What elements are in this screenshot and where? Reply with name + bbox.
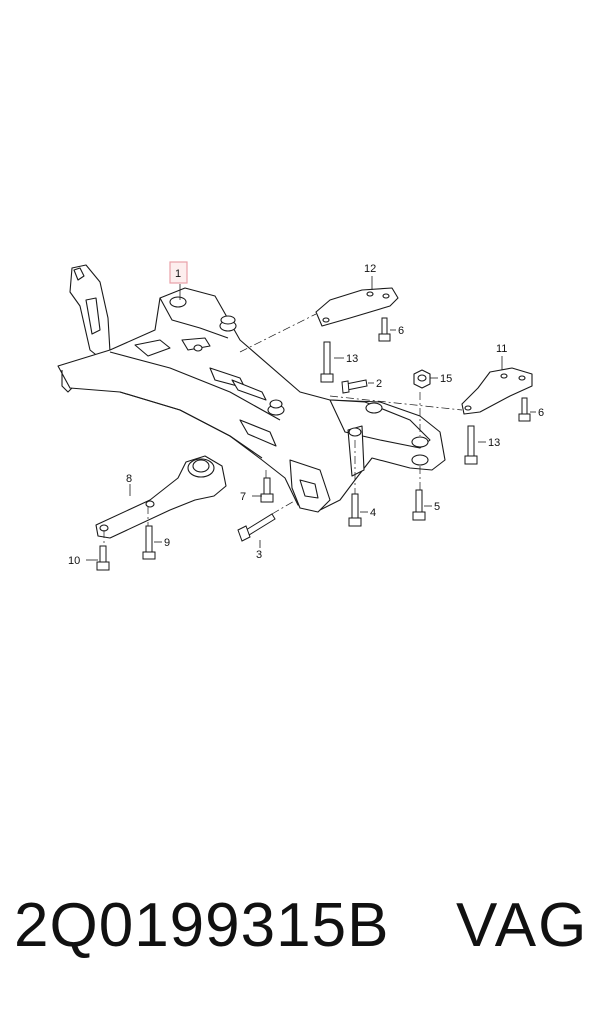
callout-6-right: 6 bbox=[538, 407, 544, 419]
callout-1: 1 bbox=[175, 268, 181, 280]
bolt-7 bbox=[260, 477, 274, 503]
callout-6-left: 6 bbox=[398, 325, 404, 337]
callout-7: 7 bbox=[240, 491, 246, 503]
callout-13-left: 13 bbox=[346, 353, 358, 365]
brand-label: VAG bbox=[456, 891, 589, 960]
engine-mount bbox=[95, 455, 227, 539]
callout-15: 15 bbox=[440, 373, 452, 385]
bolt-13-right bbox=[464, 425, 478, 465]
callout-2: 2 bbox=[376, 378, 382, 390]
bolt-2 bbox=[341, 379, 368, 394]
bolt-5 bbox=[412, 489, 426, 521]
subframe-left-bracket bbox=[69, 264, 111, 359]
bolt-9 bbox=[142, 525, 156, 560]
bolt-6-left bbox=[378, 317, 391, 342]
callout-11: 11 bbox=[496, 343, 507, 355]
subframe-exploded-diagram: 1 2 3 4 5 6 6 7 8 9 10 11 12 13 13 15 bbox=[57, 261, 544, 571]
bolt-4 bbox=[348, 493, 362, 527]
callout-5: 5 bbox=[434, 501, 440, 513]
bolt-10 bbox=[96, 545, 110, 571]
callout-10: 10 bbox=[68, 555, 80, 567]
callout-9: 9 bbox=[164, 537, 170, 549]
callout-13-right: 13 bbox=[488, 437, 500, 449]
callout-12: 12 bbox=[364, 263, 376, 275]
bolt-13-left bbox=[320, 341, 334, 383]
brace-12 bbox=[315, 287, 399, 327]
bolt-6-right bbox=[518, 397, 531, 422]
brace-11 bbox=[461, 367, 533, 415]
callout-8: 8 bbox=[126, 473, 132, 485]
callout-1-highlight bbox=[169, 261, 188, 284]
callout-4: 4 bbox=[370, 507, 376, 519]
bolt-3 bbox=[237, 513, 276, 542]
part-number: 2Q0199315B bbox=[14, 891, 390, 960]
callout-3: 3 bbox=[256, 549, 262, 561]
